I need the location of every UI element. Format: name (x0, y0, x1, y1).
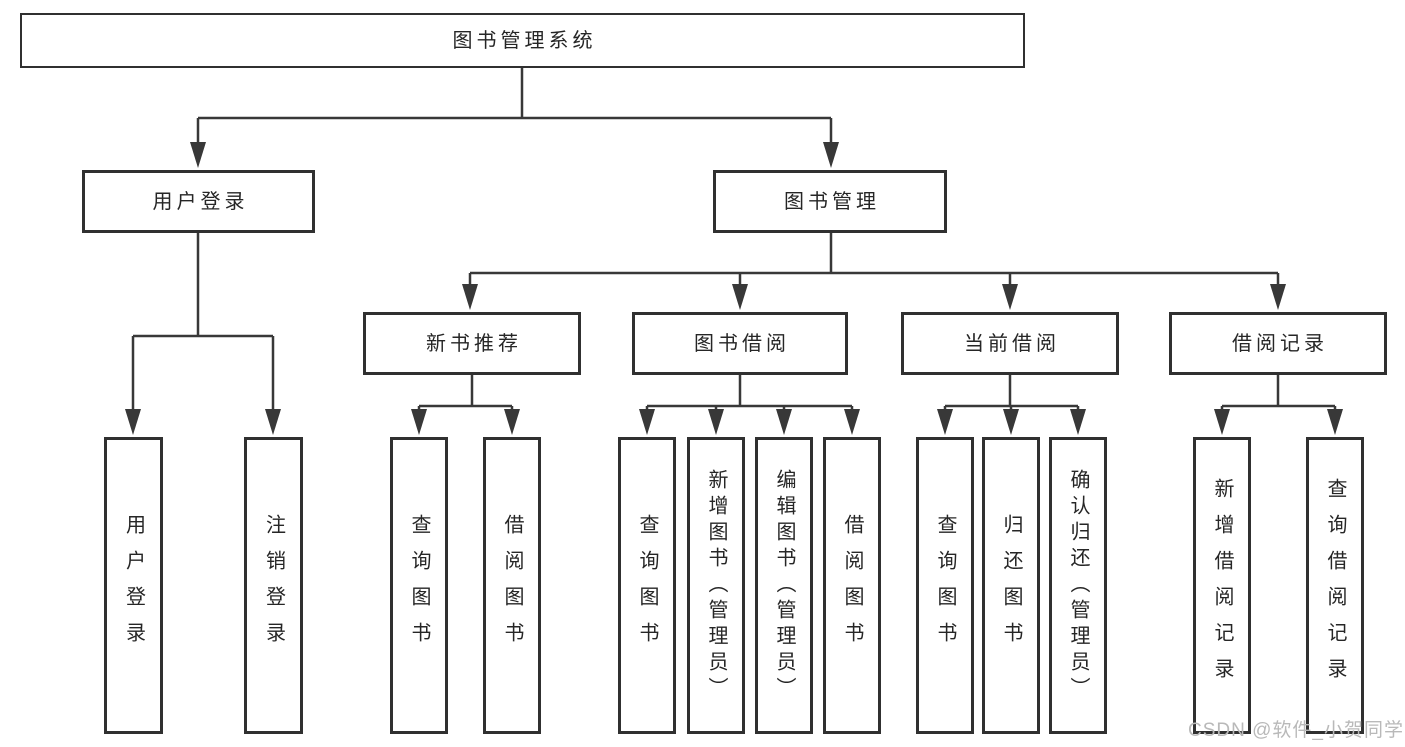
leaf-label: 编辑图书（管理员） (773, 468, 795, 703)
tree-edges (131, 68, 1337, 412)
leaf-label: 查询借阅记录 (1324, 477, 1346, 694)
leaf-label: 新增图书（管理员） (705, 468, 727, 703)
leaf-logout: 注销登录 (244, 437, 303, 734)
leaf-label: 借阅图书 (501, 513, 523, 658)
leaf-query-books-current: 查询图书 (916, 437, 974, 734)
leaf-query-books-recommend: 查询图书 (390, 437, 448, 734)
leaf-user-login: 用户登录 (104, 437, 163, 734)
node-book-management: 图书管理 (713, 170, 947, 233)
leaf-borrow-books: 借阅图书 (823, 437, 881, 734)
leaf-label: 查询图书 (934, 513, 956, 658)
node-user-login: 用户登录 (82, 170, 315, 233)
node-label: 借阅记录 (1232, 332, 1328, 355)
leaf-label: 新增借阅记录 (1211, 477, 1233, 694)
node-label: 图书管理 (784, 190, 880, 213)
leaf-label: 查询图书 (636, 513, 658, 658)
node-current-borrowing: 当前借阅 (901, 312, 1119, 375)
csdn-watermark: CSDN @软件_小贺同学 (1188, 720, 1404, 741)
leaf-label: 借阅图书 (841, 513, 863, 658)
leaf-label: 查询图书 (408, 513, 430, 658)
node-label: 图书借阅 (694, 332, 790, 355)
node-label: 图书管理系统 (452, 29, 597, 52)
leaf-return-books: 归还图书 (982, 437, 1040, 734)
leaf-add-books-admin: 新增图书（管理员） (687, 437, 745, 734)
leaf-label: 确认归还（管理员） (1067, 468, 1089, 703)
node-borrow-records: 借阅记录 (1169, 312, 1387, 375)
leaf-add-borrow-record: 新增借阅记录 (1193, 437, 1251, 734)
leaf-label: 归还图书 (1000, 513, 1022, 658)
arrowheads (125, 142, 1343, 435)
leaf-borrow-books-recommend: 借阅图书 (483, 437, 541, 734)
leaf-edit-books-admin: 编辑图书（管理员） (755, 437, 813, 734)
node-root-system: 图书管理系统 (20, 13, 1025, 68)
node-label: 当前借阅 (964, 332, 1060, 355)
node-new-book-recommend: 新书推荐 (363, 312, 581, 375)
leaf-confirm-return-admin: 确认归还（管理员） (1049, 437, 1107, 734)
node-book-borrowing: 图书借阅 (632, 312, 848, 375)
leaf-label: 用户登录 (122, 513, 145, 658)
leaf-query-books-borrowing: 查询图书 (618, 437, 676, 734)
node-label: 新书推荐 (426, 332, 522, 355)
leaf-query-borrow-record: 查询借阅记录 (1306, 437, 1364, 734)
leaf-label: 注销登录 (262, 513, 285, 658)
node-label: 用户登录 (152, 190, 249, 213)
